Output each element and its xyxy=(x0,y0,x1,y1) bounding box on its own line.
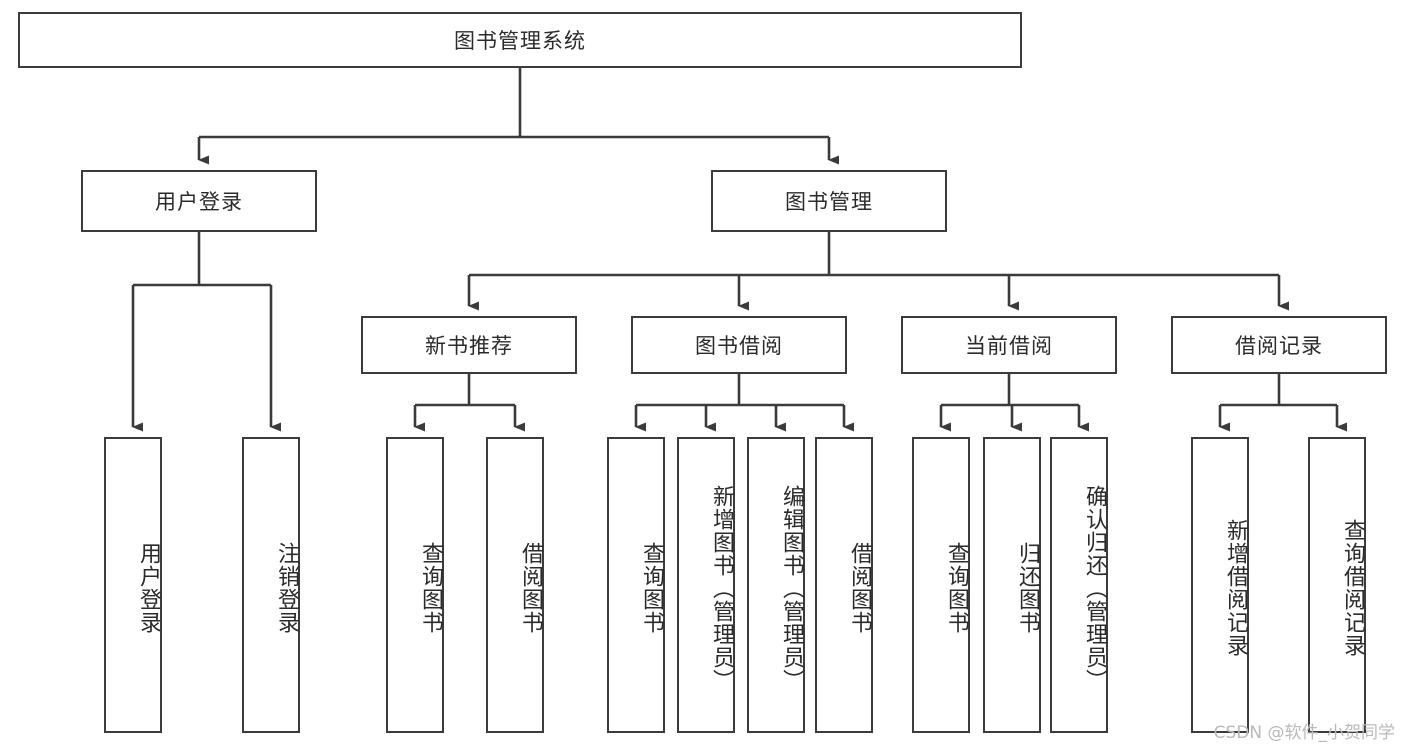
node-leaf-borrow-book[interactable]: 借阅图书 xyxy=(815,437,873,733)
node-leaf-edit-book-admin[interactable]: 编辑图书（管理员） xyxy=(747,437,805,733)
node-leaf-query-book-current[interactable]: 查询图书 xyxy=(912,437,970,733)
node-level2-book-management[interactable]: 图书管理 xyxy=(711,170,947,232)
node-leaf-query-book-borrow[interactable]: 查询图书 xyxy=(607,437,665,733)
node-leaf-user-logout[interactable]: 注销登录 xyxy=(242,437,300,733)
node-level3-current-borrow[interactable]: 当前借阅 xyxy=(901,316,1117,374)
node-leaf-return-book[interactable]: 归还图书 xyxy=(983,437,1041,733)
node-leaf-add-borrow-record[interactable]: 新增借阅记录 xyxy=(1191,437,1249,733)
watermark: CSDN @软件_小贺同学 xyxy=(1213,723,1395,743)
node-leaf-user-login[interactable]: 用户登录 xyxy=(104,437,162,733)
node-level3-new-book-recommend[interactable]: 新书推荐 xyxy=(361,316,577,374)
node-leaf-borrow-book-recommend[interactable]: 借阅图书 xyxy=(486,437,544,733)
node-leaf-confirm-return-admin[interactable]: 确认归还（管理员） xyxy=(1050,437,1108,733)
node-leaf-add-book-admin[interactable]: 新增图书（管理员） xyxy=(677,437,735,733)
node-root[interactable]: 图书管理系统 xyxy=(18,12,1022,68)
node-leaf-query-borrow-record[interactable]: 查询借阅记录 xyxy=(1308,437,1366,733)
node-level2-user-login[interactable]: 用户登录 xyxy=(81,170,317,232)
node-level3-book-borrow[interactable]: 图书借阅 xyxy=(631,316,847,374)
node-leaf-query-book-recommend[interactable]: 查询图书 xyxy=(386,437,444,733)
connector-group xyxy=(131,68,1347,432)
node-level3-borrow-record[interactable]: 借阅记录 xyxy=(1171,316,1387,374)
